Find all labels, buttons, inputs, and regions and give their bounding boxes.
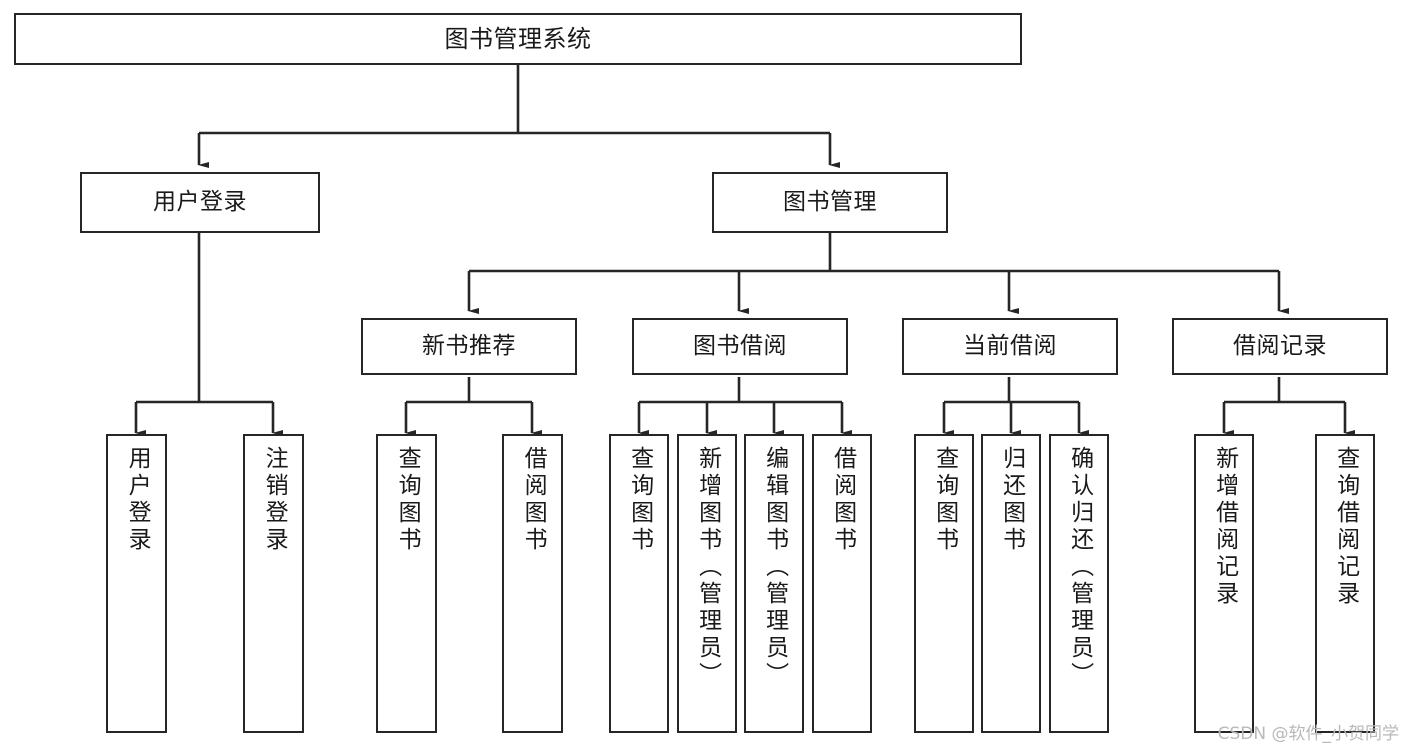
- node-leaf-logout[interactable]: 注销登录: [243, 434, 304, 733]
- node-leaf-add-record-label: 新增借阅记录: [1211, 446, 1238, 608]
- node-leaf-borrow-book-2[interactable]: 借阅图书: [812, 434, 872, 733]
- node-leaf-query-book-3-label: 查询图书: [931, 446, 958, 554]
- node-current-borrow[interactable]: 当前借阅: [902, 318, 1118, 375]
- node-leaf-confirm-return[interactable]: 确认归还（管理员）: [1049, 434, 1109, 733]
- node-leaf-borrow-book-2-label: 借阅图书: [829, 446, 856, 554]
- node-leaf-add-book-label: 新增图书（管理员）: [694, 446, 721, 689]
- node-leaf-confirm-return-label: 确认归还（管理员）: [1066, 446, 1093, 689]
- node-leaf-edit-book[interactable]: 编辑图书（管理员）: [744, 434, 804, 733]
- node-leaf-return-book[interactable]: 归还图书: [981, 434, 1041, 733]
- node-leaf-user-login-label: 用户登录: [124, 446, 151, 554]
- node-borrow-record[interactable]: 借阅记录: [1172, 318, 1388, 375]
- node-book-borrow[interactable]: 图书借阅: [632, 318, 848, 375]
- node-borrow-record-label: 借阅记录: [1233, 332, 1327, 359]
- node-leaf-query-book-2-label: 查询图书: [626, 446, 653, 554]
- node-leaf-add-record[interactable]: 新增借阅记录: [1194, 434, 1254, 733]
- node-leaf-query-book-1[interactable]: 查询图书: [376, 434, 437, 733]
- node-root-label: 图书管理系统: [444, 24, 592, 53]
- node-leaf-add-book[interactable]: 新增图书（管理员）: [677, 434, 737, 733]
- node-leaf-edit-book-label: 编辑图书（管理员）: [761, 446, 788, 689]
- node-root[interactable]: 图书管理系统: [14, 13, 1022, 65]
- node-leaf-query-book-1-label: 查询图书: [394, 446, 421, 554]
- node-user-login-label: 用户登录: [153, 188, 247, 215]
- node-leaf-borrow-book-1-label: 借阅图书: [520, 446, 547, 554]
- node-leaf-borrow-book-1[interactable]: 借阅图书: [502, 434, 563, 733]
- node-leaf-user-login[interactable]: 用户登录: [106, 434, 167, 733]
- csdn-watermark: CSDN @软件_小贺同学: [1217, 724, 1399, 744]
- node-user-login[interactable]: 用户登录: [80, 172, 320, 233]
- node-current-borrow-label: 当前借阅: [963, 332, 1057, 359]
- node-book-manage[interactable]: 图书管理: [712, 172, 948, 233]
- node-leaf-query-record[interactable]: 查询借阅记录: [1315, 434, 1375, 733]
- node-leaf-query-book-2[interactable]: 查询图书: [609, 434, 669, 733]
- node-leaf-logout-label: 注销登录: [261, 446, 288, 554]
- node-new-book-rec-label: 新书推荐: [422, 332, 516, 359]
- node-book-manage-label: 图书管理: [783, 188, 877, 215]
- node-book-borrow-label: 图书借阅: [693, 332, 787, 359]
- node-leaf-return-book-label: 归还图书: [998, 446, 1025, 554]
- node-leaf-query-book-3[interactable]: 查询图书: [914, 434, 974, 733]
- node-new-book-rec[interactable]: 新书推荐: [361, 318, 577, 375]
- node-leaf-query-record-label: 查询借阅记录: [1332, 446, 1359, 608]
